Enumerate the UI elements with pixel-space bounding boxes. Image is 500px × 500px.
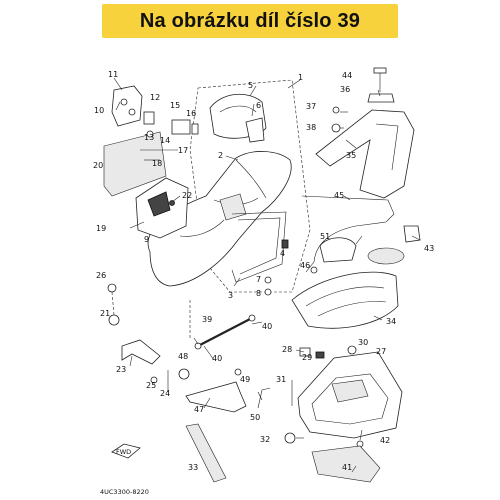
- seat-strap-6: [245, 117, 265, 143]
- title-banner: Na obrázku díl číslo 39: [102, 4, 398, 38]
- seat-lock-cable-45: [301, 195, 395, 273]
- label-41: 41: [342, 463, 352, 472]
- fwd-arrow-icon: FWD: [111, 443, 141, 459]
- bolt-8: [264, 288, 272, 296]
- label-37: 37: [306, 102, 316, 111]
- label-18: 18: [152, 159, 162, 168]
- label-48: 48: [178, 352, 188, 361]
- seat-assembly-outline: [189, 79, 311, 293]
- banner-title: Na obrázku díl číslo 39: [139, 9, 361, 32]
- grommet-48: [178, 368, 190, 380]
- seat-base-3: [231, 211, 287, 283]
- label-51: 51: [320, 232, 330, 241]
- bracket-10: [111, 85, 143, 127]
- label-38: 38: [306, 123, 316, 132]
- lock-43: [403, 225, 421, 243]
- label-35: 35: [346, 151, 356, 160]
- bracket-47: [185, 381, 247, 413]
- label-29: 29: [302, 353, 312, 362]
- label-11: 11: [108, 70, 118, 79]
- label-4: 4: [280, 249, 285, 258]
- bracket-23: [121, 339, 161, 365]
- label-40a: 40: [262, 322, 272, 331]
- label-25: 25: [146, 381, 156, 390]
- collar-21: [108, 314, 120, 326]
- label-5: 5: [248, 81, 253, 90]
- label-46: 46: [300, 261, 310, 270]
- leader-lines: [113, 77, 421, 473]
- label-23: 23: [116, 365, 126, 374]
- label-3: 3: [228, 291, 233, 300]
- label-28: 28: [282, 345, 292, 354]
- label-19a: 19: [96, 224, 106, 233]
- label-8: 8: [256, 289, 261, 298]
- label-27: 27: [376, 347, 386, 356]
- label-17: 17: [178, 146, 188, 155]
- label-26: 26: [96, 271, 106, 280]
- label-1: 1: [298, 73, 303, 82]
- label-13: 13: [144, 133, 154, 142]
- label-31: 31: [276, 375, 286, 384]
- plate-36: [367, 93, 395, 103]
- label-47: 47: [194, 405, 204, 414]
- label-32: 32: [260, 435, 270, 444]
- cable-50: [257, 387, 271, 409]
- latch-parts: [140, 111, 199, 161]
- rear-fender-34: [291, 271, 399, 329]
- label-12: 12: [150, 93, 160, 102]
- label-15: 15: [170, 101, 180, 110]
- label-7: 7: [256, 275, 261, 284]
- label-21: 21: [100, 309, 110, 318]
- label-14: 14: [160, 136, 170, 145]
- label-36: 36: [340, 85, 350, 94]
- bolt-7: [264, 276, 272, 284]
- label-20: 20: [93, 161, 103, 170]
- tail-housing-27: [297, 351, 403, 439]
- label-22: 22: [182, 191, 192, 200]
- label-43: 43: [424, 244, 434, 253]
- damper-4: [281, 239, 289, 249]
- bolt-26: [107, 283, 117, 293]
- seat-2: [147, 151, 292, 287]
- switch-28: [299, 347, 311, 357]
- label-2: 2: [218, 151, 223, 160]
- drawing-code: 4UC3300-8220: [100, 488, 149, 496]
- reflector-bracket-41: [311, 445, 381, 483]
- label-16: 16: [186, 109, 196, 118]
- label-40b: 40: [212, 354, 222, 363]
- label-10: 10: [94, 106, 104, 115]
- label-50: 50: [250, 413, 260, 422]
- label-42: 42: [380, 436, 390, 445]
- label-34: 34: [386, 317, 396, 326]
- label-33: 33: [188, 463, 198, 472]
- rod-39: [194, 314, 256, 350]
- label-9: 9: [144, 235, 149, 244]
- side-cover-9: [135, 177, 189, 239]
- label-45: 45: [334, 191, 344, 200]
- washer-25: [150, 376, 158, 384]
- grab-bar-35: [315, 109, 415, 199]
- switch-29: [315, 351, 325, 359]
- label-44: 44: [342, 71, 352, 80]
- label-24: 24: [160, 389, 170, 398]
- tool-tray-51: [319, 237, 405, 265]
- grommet-32: [284, 432, 296, 444]
- bolt-49: [234, 368, 242, 376]
- label-39: 39: [202, 315, 212, 324]
- part-number-labels: 1 2 3 4 5 6 7 8 9 10 11 12 13 14 15 16 1…: [93, 70, 434, 472]
- chain-case-33: [185, 423, 227, 483]
- clamp-46: [310, 266, 318, 274]
- label-6: 6: [256, 101, 261, 110]
- bolt-30: [347, 345, 357, 355]
- fwd-label: FWD: [116, 448, 131, 456]
- washer-38: [331, 123, 341, 133]
- label-49: 49: [240, 375, 250, 384]
- label-30: 30: [358, 338, 368, 347]
- bolt-37: [332, 106, 340, 114]
